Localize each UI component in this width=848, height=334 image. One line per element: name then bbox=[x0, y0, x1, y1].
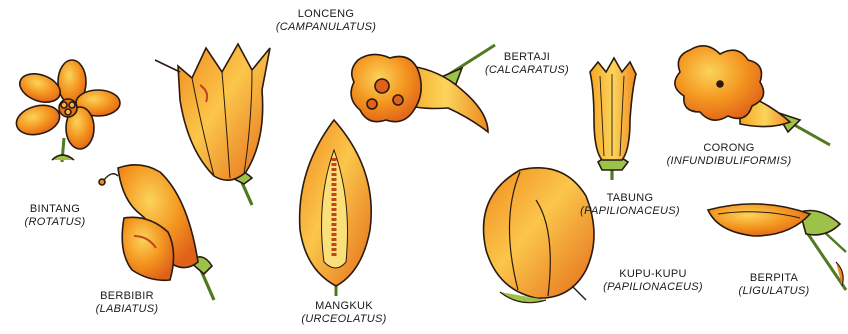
label-infundibuliformis: CORONG(INFUNDIBULIFORMIS) bbox=[646, 142, 812, 168]
butterfly-shaped-flower-icon bbox=[484, 168, 594, 303]
star-shaped-flower-icon bbox=[13, 60, 120, 162]
label-labiatus: BERBIBIR(LABIATUS) bbox=[80, 290, 174, 316]
label-campanulatus: LONCENG(CAMPANULATUS) bbox=[256, 8, 396, 34]
lipped-flower-icon bbox=[99, 165, 214, 300]
tubular-flower-icon bbox=[590, 58, 636, 180]
label-tabung: TABUNG(PAPILIONACEUS) bbox=[570, 192, 690, 218]
label-rotatus: BINTANG(ROTATUS) bbox=[15, 203, 95, 229]
bell-shaped-flower-icon bbox=[155, 44, 270, 205]
label-calcaratus: BERTAJI(CALCARATUS) bbox=[464, 51, 590, 77]
label-urceolatus: MANGKUK(URCEOLATUS) bbox=[284, 300, 404, 326]
funnel-shaped-flower-icon bbox=[675, 46, 830, 145]
label-ligulatus: BERPITA(LIGULATUS) bbox=[724, 272, 824, 298]
label-papilionaceus: KUPU-KUPU(PAPILIONACEUS) bbox=[584, 268, 722, 294]
urn-shaped-flower-icon bbox=[300, 120, 372, 296]
